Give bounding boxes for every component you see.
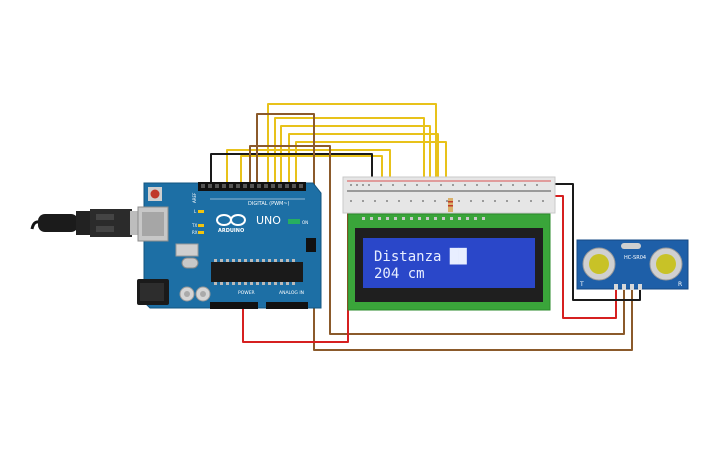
lcd-line-2: 204 cm: [374, 266, 425, 282]
lcd-line-1: Distanza ██: [374, 247, 467, 265]
reset-button-icon[interactable]: [148, 187, 162, 201]
power-jack-icon: [137, 279, 169, 305]
wire-red-sensor: [548, 195, 617, 319]
power-label: POWER: [238, 290, 255, 296]
sensor-echo-label: R: [678, 281, 682, 288]
wire-yellow-5: [288, 133, 439, 210]
lcd-display: Distanza ██ 204 cm: [347, 213, 551, 311]
ultrasonic-transducer-icon: [649, 247, 683, 281]
wire-yellow-4: [280, 125, 431, 210]
rx-label: RX: [192, 230, 198, 235]
atmega-chip: [211, 259, 303, 285]
ultrasonic-transducer-icon: [582, 247, 616, 281]
breadboard: [342, 176, 556, 214]
ultrasonic-sensor: HC-SR04 T R: [576, 239, 689, 290]
wire-yellow-7: [274, 117, 425, 210]
arduino-logo: ARDUINO: [216, 214, 246, 234]
resistor: [448, 198, 453, 212]
digital-label: DIGITAL (PWM~): [248, 201, 290, 207]
lcd-screen: [363, 238, 535, 288]
analog-header: [266, 302, 308, 309]
logo-text: ARDUINO: [218, 228, 244, 234]
tx-label: TX: [191, 223, 197, 228]
brand-uno: UNO: [256, 214, 281, 227]
on-label: ON: [302, 220, 308, 225]
l-label: L: [194, 209, 197, 214]
wire-brown-2: [249, 145, 625, 335]
wire-black-sensor: [548, 183, 641, 301]
sensor-trig-label: T: [579, 281, 584, 288]
digital-header: [198, 182, 306, 191]
wire-yellow-6: [295, 141, 447, 210]
power-header: [210, 302, 258, 309]
analog-label: ANALOG IN: [279, 290, 304, 296]
sensor-model-label: HC-SR04: [624, 255, 646, 261]
aref-label: AREF: [192, 192, 197, 203]
arduino-uno-board[interactable]: AREF DIGITAL (PWM~) ARDUINO UNO ON L TX …: [137, 182, 322, 309]
